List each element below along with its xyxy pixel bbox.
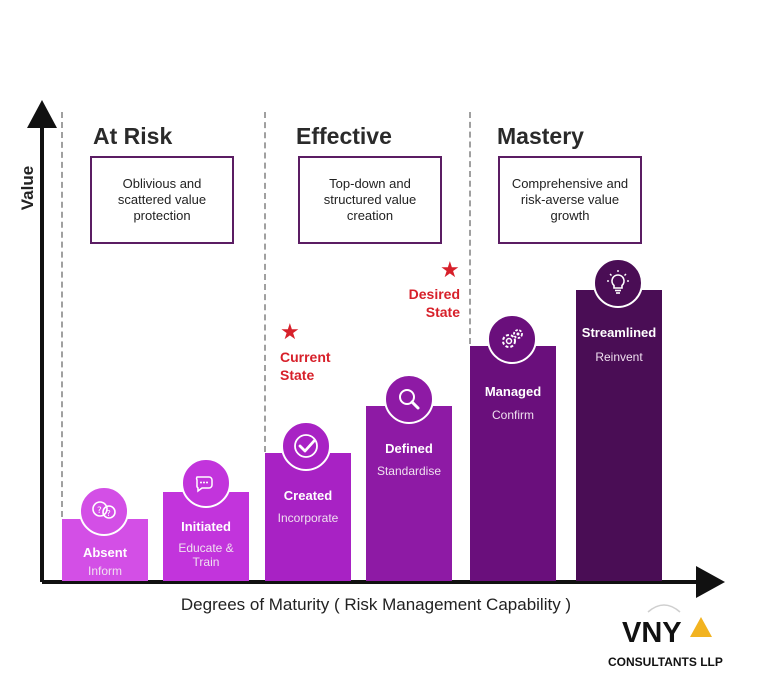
zone-desc-text: Oblivious and scattered value protection [117,176,207,223]
zone-heading-at-risk: At Risk [93,123,173,149]
level-title: Absent [82,545,128,560]
zone-desc-text: Top-down and structured value creation [323,176,417,223]
company-logo: VNY CONSULTANTS LLP [600,600,740,680]
current-state-label: Current State [280,348,331,384]
level-bar-streamlined: Streamlined Reinvent [576,290,662,581]
level-subtitle: Inform [87,564,122,578]
y-axis-arrow-icon [27,100,57,128]
level-title: Initiated [181,519,231,534]
desired-state-line1: Desired [408,286,460,302]
level-subtitle: Standardise [376,464,442,478]
zone-desc-mastery: Comprehensive and risk-averse value grow… [498,156,642,244]
zone-divider [469,112,471,344]
zone-desc-effective: Top-down and structured value creation [298,156,442,244]
lightbulb-icon [593,258,643,308]
chat-bubbles-icon [181,458,231,508]
level-title: Managed [484,384,542,399]
level-subtitle-text: Educate & Train [178,541,234,569]
svg-text:?: ? [107,509,111,518]
level-subtitle: Reinvent [595,350,643,364]
gears-icon [487,314,537,364]
zone-desc-at-risk: Oblivious and scattered value protection [90,156,234,244]
question-bubbles-icon: ? ? [79,486,129,536]
svg-text:?: ? [97,506,102,516]
level-subtitle: Incorporate [277,511,339,525]
level-subtitle: Educate & Train [163,541,249,569]
level-subtitle: Confirm [491,408,534,422]
desired-state-label: Desired State [404,285,460,321]
level-bar-created: Created Incorporate [265,453,351,581]
zone-divider [264,112,266,452]
level-bar-managed: Managed Confirm [470,346,556,581]
y-axis-label: Value [18,165,37,211]
level-bar-initiated: Initiated Educate & Train [163,492,249,581]
current-state-star-icon: ★ [280,319,300,344]
zone-divider [61,112,63,517]
zone-heading-effective: Effective [296,123,392,149]
logo-subtitle: CONSULTANTS LLP [608,655,723,669]
x-axis-label: Degrees of Maturity ( Risk Management Ca… [180,595,572,614]
logo-triangle-icon [690,617,712,637]
level-bar-defined: Defined Standardise [366,406,452,581]
zone-heading-mastery: Mastery [497,123,584,149]
current-state-line2: State [280,367,315,383]
desired-state-line2: State [425,304,460,320]
logo-brand: VNY [622,617,682,649]
level-title: Created [283,488,333,503]
x-axis-arrow-icon [696,566,725,598]
zone-desc-text: Comprehensive and risk-averse value grow… [511,176,629,223]
magnifier-icon [384,374,434,424]
level-title: Streamlined [581,325,657,340]
level-title: Defined [385,441,433,456]
current-state-line1: Current [280,349,331,365]
check-icon [281,421,331,471]
desired-state-star-icon: ★ [440,257,460,282]
logo-arc-icon [647,604,681,613]
